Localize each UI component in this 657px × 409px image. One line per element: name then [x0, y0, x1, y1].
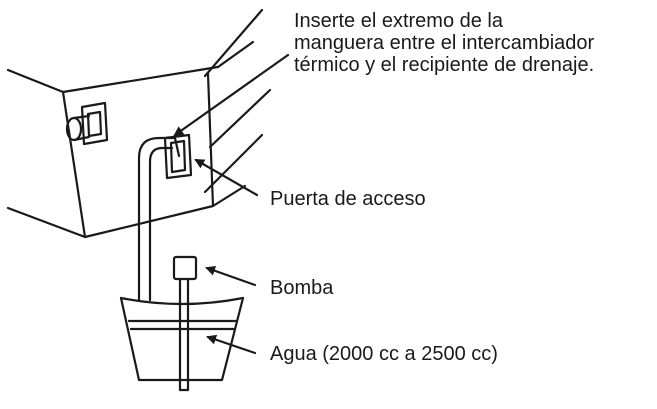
pump-arrow	[205, 265, 257, 287]
side-fitting	[65, 101, 109, 146]
instruction-arrow	[173, 53, 290, 137]
unit-cabinet	[6, 40, 255, 239]
instruction-line-2: manguera entre el intercambiador	[294, 32, 595, 54]
pump-label: Bomba	[270, 277, 334, 299]
access-door	[163, 133, 193, 180]
instruction-line-3: térmico y el recipiente de drenaje.	[294, 54, 595, 76]
access-door-label: Puerta de acceso	[270, 188, 426, 210]
instruction-line-1: Inserte el extremo de la	[294, 10, 503, 32]
heat-exchanger-lines	[203, 8, 272, 194]
leader-arrows	[173, 53, 290, 355]
access-door-arrow	[194, 158, 259, 197]
instruction-text: Inserte el extremo de la manguera entre …	[294, 10, 594, 76]
drain-container	[119, 296, 245, 382]
water-arrow	[206, 334, 257, 355]
water-label: Agua (2000 cc a 2500 cc)	[270, 343, 498, 365]
pump	[172, 255, 198, 392]
drain-hose	[137, 136, 181, 302]
